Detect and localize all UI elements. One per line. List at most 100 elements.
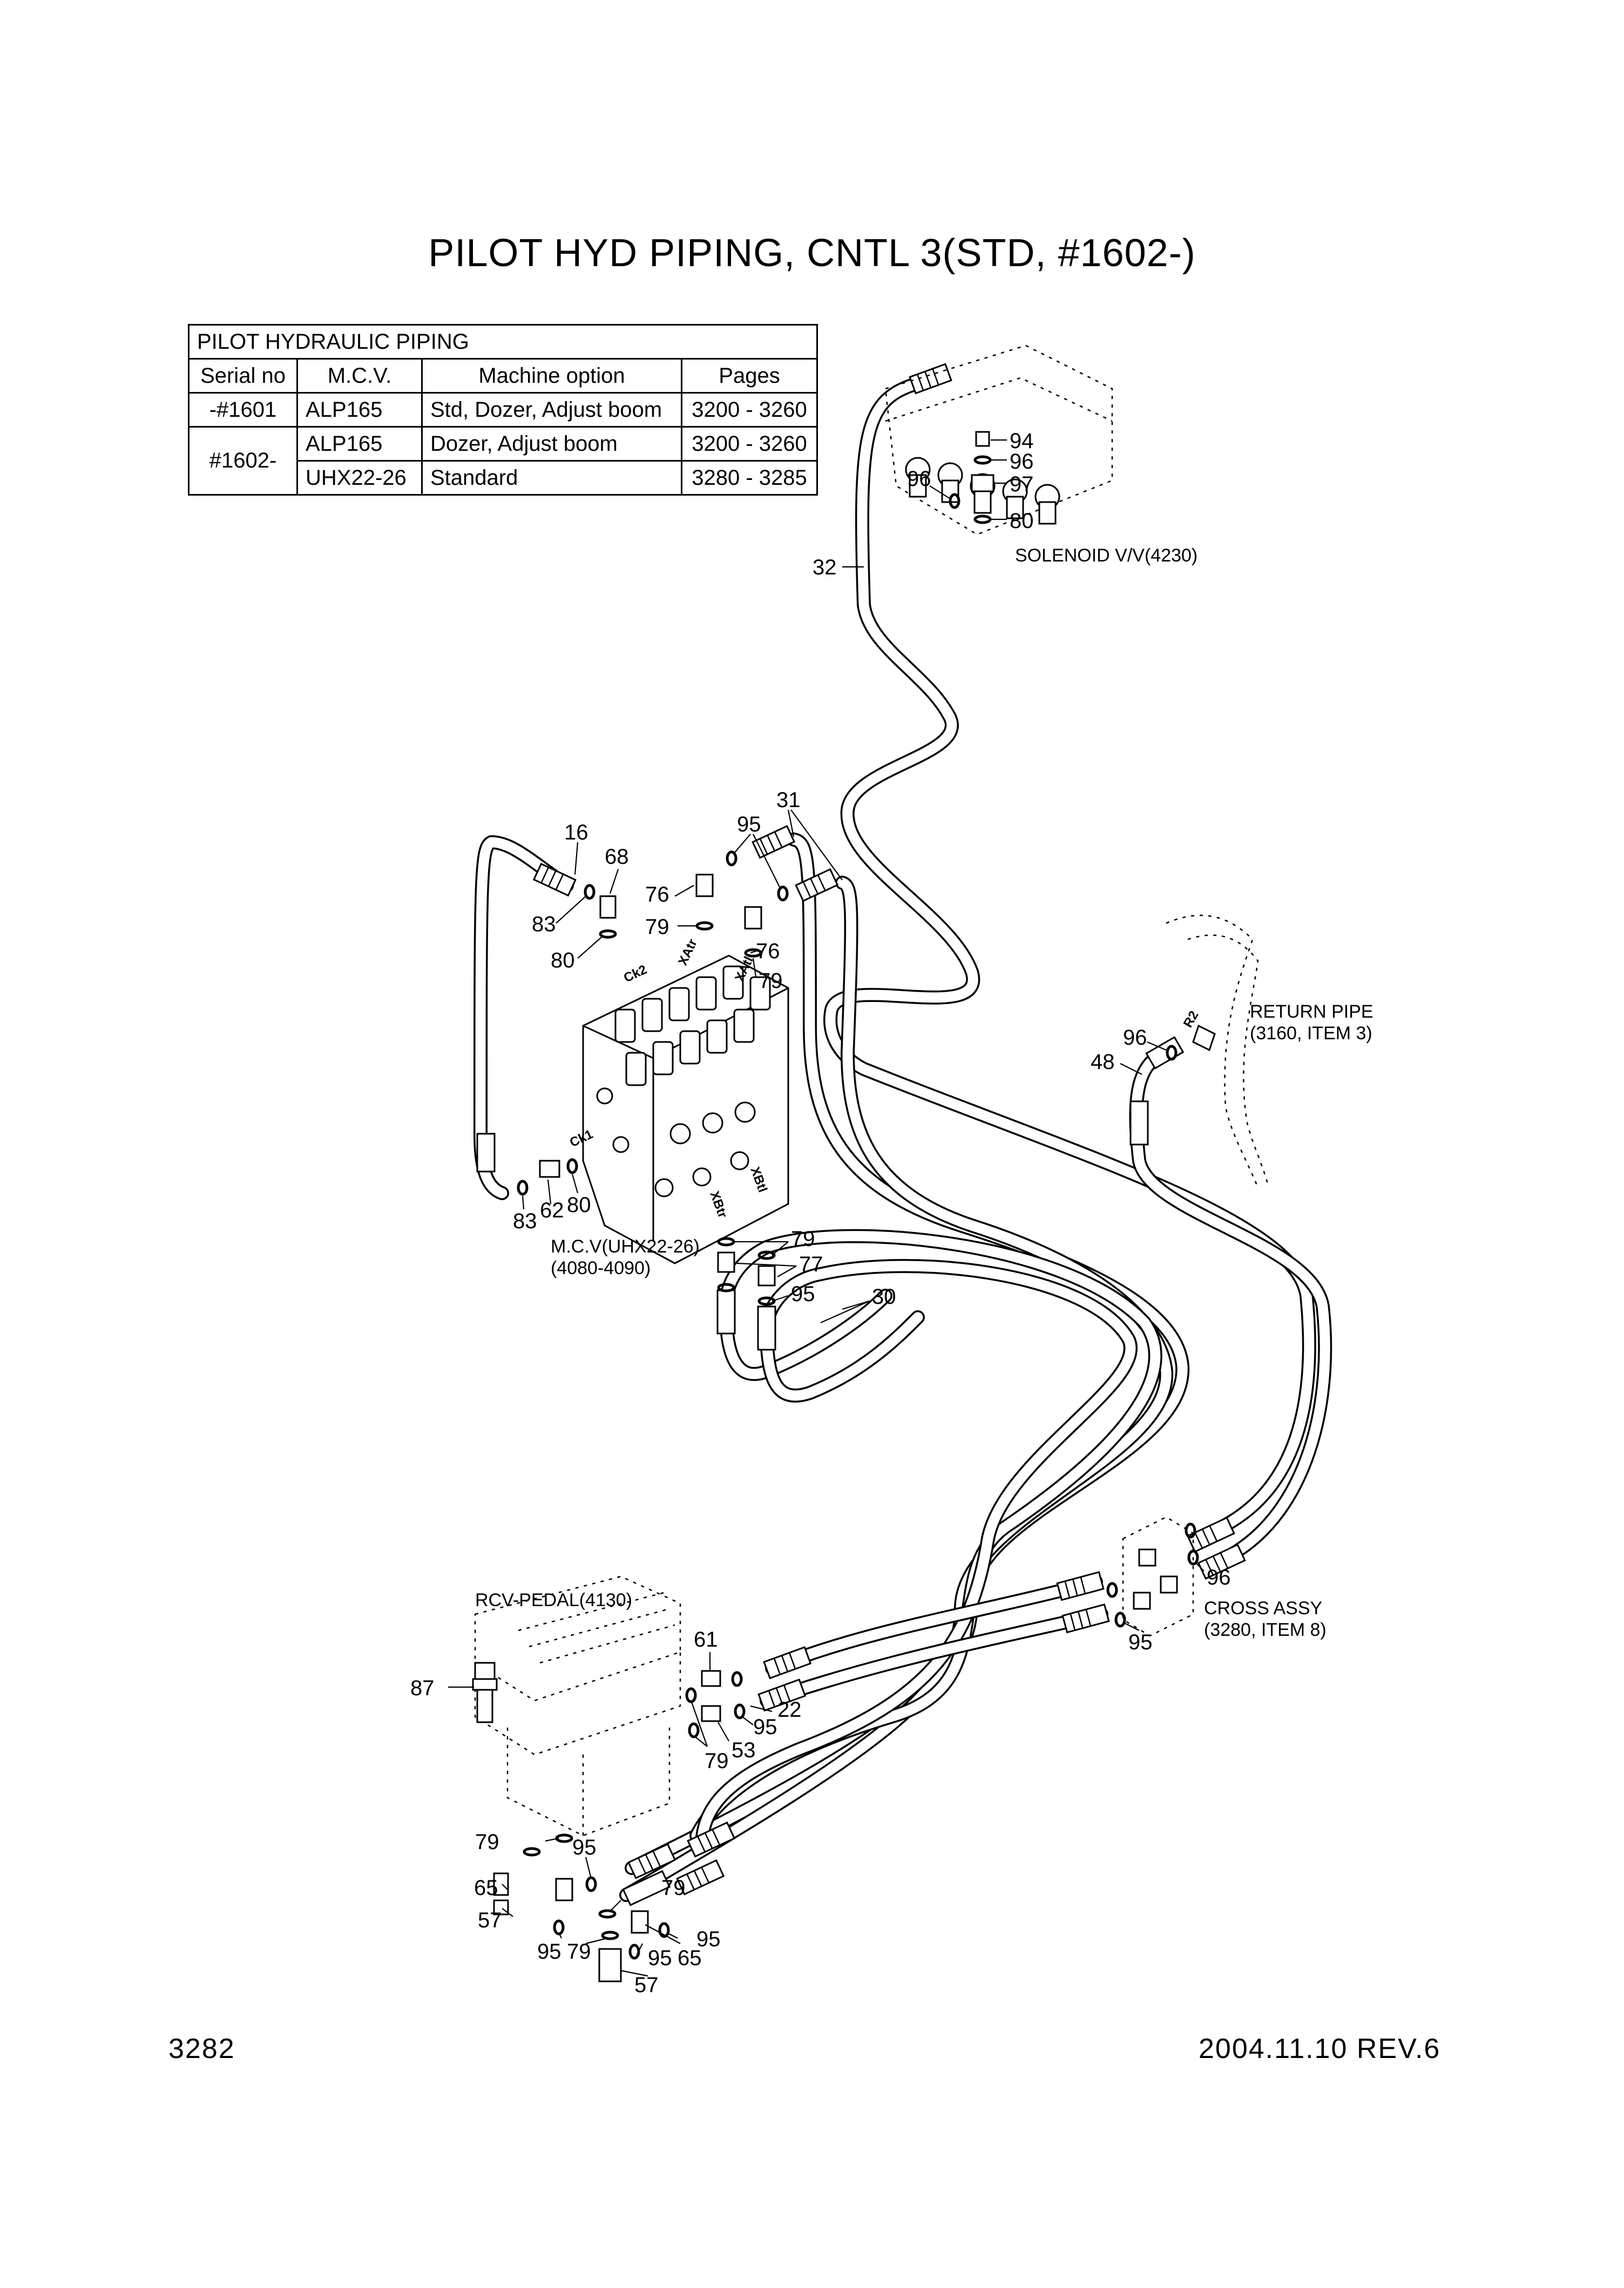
cross-port xyxy=(1138,1548,1156,1567)
cell-mcv: UHX22-26 xyxy=(296,460,423,496)
o-ring-79d2 xyxy=(688,1722,700,1738)
hose-fitting xyxy=(909,363,952,395)
elbow-76a xyxy=(695,874,714,897)
mcv-label: M.C.V(UHX22-26) xyxy=(551,1236,700,1257)
callout-65: 65 xyxy=(474,1876,498,1900)
hose-fitting xyxy=(1197,1544,1246,1580)
block-57b xyxy=(598,1948,622,1982)
o-ring-95a xyxy=(726,850,737,867)
solenoid-coil xyxy=(1034,484,1060,525)
mcv-spool-row xyxy=(625,1008,755,1086)
callout-79: 79 xyxy=(759,969,783,993)
cross-assy xyxy=(1106,1516,1199,1637)
solenoid-coil xyxy=(1002,478,1028,519)
mcv-ref-label: (4080-4090) xyxy=(551,1258,651,1278)
o-ring-95c2 xyxy=(1114,1612,1126,1628)
o-ring-95d2 xyxy=(734,1703,746,1720)
return-port-fitting xyxy=(1192,1024,1216,1052)
hose-fitting xyxy=(716,1289,736,1335)
callout-79: 79 xyxy=(475,1830,499,1854)
callout-95: 95 xyxy=(791,1282,815,1306)
return-pipe-ref-label: (3160, ITEM 3) xyxy=(1250,1023,1372,1044)
hose-fitting xyxy=(752,825,796,859)
table-row: #1602- ALP165 Dozer, Adjust boom 3200 - … xyxy=(188,426,818,496)
connector-61 xyxy=(701,1670,721,1687)
hose-fitting xyxy=(1129,1100,1149,1146)
o-ring-79e2 xyxy=(555,1833,573,1843)
cell-option: Standard xyxy=(421,460,682,496)
callout-31: 31 xyxy=(776,788,801,812)
connector-53 xyxy=(701,1705,721,1722)
callout-95: 95 xyxy=(648,1946,672,1970)
table-row: UHX22-26 Standard 3280 - 3285 xyxy=(189,460,818,496)
return-pipe-label: RETURN PIPE xyxy=(1250,1001,1373,1022)
cell-mcv: ALP165 xyxy=(296,426,423,462)
callout-96: 96 xyxy=(1207,1566,1231,1589)
cross-port xyxy=(1133,1592,1151,1610)
header-pages: Pages xyxy=(681,358,818,394)
o-ring-95g xyxy=(628,1944,640,1960)
callout-79: 79 xyxy=(567,1940,591,1964)
header-machine-option: Machine option xyxy=(421,358,682,394)
rcv-pedal xyxy=(472,1575,746,1982)
callout-79: 79 xyxy=(661,1876,686,1900)
callout-79: 79 xyxy=(705,1749,729,1773)
callout-65: 65 xyxy=(678,1946,702,1970)
connector-77a xyxy=(717,1251,735,1273)
callout-68: 68 xyxy=(605,845,629,869)
hose-fitting xyxy=(622,1870,671,1906)
revision-date: 2004.11.10 REV.6 xyxy=(1199,2033,1441,2064)
o-ring-80c xyxy=(566,1158,578,1174)
cross-assy-label: CROSS ASSY xyxy=(1204,1598,1322,1619)
o-ring-79c2 xyxy=(757,1250,776,1260)
callout-61: 61 xyxy=(694,1628,718,1651)
hose-fitting xyxy=(627,1843,676,1879)
cell-option: Dozer, Adjust boom xyxy=(421,426,682,462)
callout-76: 76 xyxy=(645,883,669,906)
callout-94: 94 xyxy=(1010,429,1034,453)
o-ring-80 xyxy=(973,515,992,524)
solenoid-label: SOLENOID V/V(4230) xyxy=(1015,545,1197,566)
cross-port xyxy=(1160,1575,1178,1594)
o-ring-96d xyxy=(1185,1522,1196,1539)
o-ring-96 xyxy=(973,455,992,465)
o-ring-83a xyxy=(584,884,596,900)
o-ring-79f xyxy=(598,1909,617,1919)
hose-fitting xyxy=(757,1305,776,1351)
plug-57a xyxy=(493,1899,509,1915)
o-ring-95b2 xyxy=(757,1296,776,1306)
plug-65a xyxy=(493,1872,509,1896)
callout-16: 16 xyxy=(564,821,588,844)
cell-serial: #1602- xyxy=(188,426,298,496)
callout-96: 96 xyxy=(1010,450,1034,473)
hose-group xyxy=(473,376,1332,1902)
hose-fitting xyxy=(1145,1036,1185,1069)
hose-fitting xyxy=(1186,1517,1235,1553)
page-title: PILOT HYD PIPING, CNTL 3(STD, #1602-) xyxy=(428,232,1196,275)
port-ck2: Ck2 xyxy=(621,962,649,985)
cell-pages: 3200 - 3260 xyxy=(681,392,818,428)
plug-94 xyxy=(975,431,990,447)
callout-96: 96 xyxy=(1123,1026,1147,1050)
o-ring-95h xyxy=(658,1922,670,1938)
rcv-pedal-label: RCV-PEDAL(4130) xyxy=(475,1590,632,1610)
callout-76: 76 xyxy=(756,939,780,963)
elbow-68 xyxy=(599,895,617,919)
hose-fittings xyxy=(476,363,1246,1906)
callout-48: 48 xyxy=(1091,1050,1115,1074)
callout-77: 77 xyxy=(799,1253,823,1276)
hose-fitting xyxy=(676,1859,725,1896)
o-ring-79d xyxy=(685,1687,697,1703)
cross-assy-ref-label: (3280, ITEM 8) xyxy=(1204,1620,1327,1640)
callout-80: 80 xyxy=(567,1193,591,1217)
callout-83: 83 xyxy=(532,912,556,936)
callout-83: 83 xyxy=(513,1209,537,1233)
port-xatr: XAtr xyxy=(675,937,700,967)
callout-79: 79 xyxy=(791,1227,815,1251)
solenoid-coil xyxy=(937,462,963,503)
callout-95: 95 xyxy=(1128,1630,1153,1654)
callout-32: 32 xyxy=(813,556,837,579)
callout-22: 22 xyxy=(777,1698,802,1722)
o-ring-95c xyxy=(1106,1582,1118,1598)
callout-57: 57 xyxy=(478,1908,502,1932)
